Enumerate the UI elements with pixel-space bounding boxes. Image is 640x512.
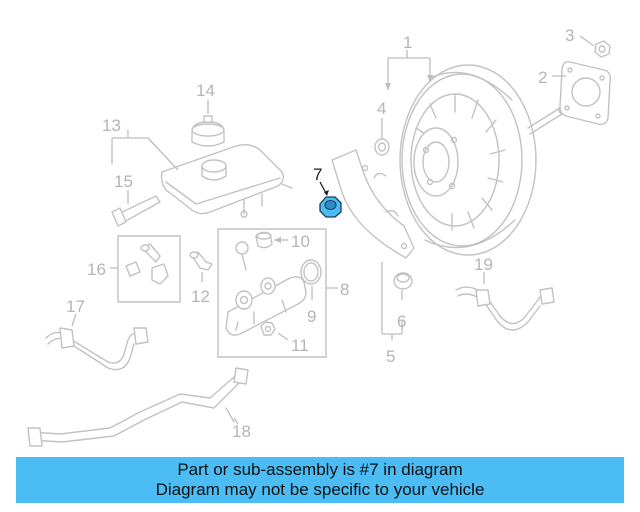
sensor-part-12 bbox=[189, 251, 213, 282]
o-ring-part-9 bbox=[300, 259, 322, 285]
info-banner: Part or sub-assembly is #7 in diagram Di… bbox=[16, 457, 624, 503]
leader-lines bbox=[71, 35, 595, 425]
sensor-wire-part-19 bbox=[455, 286, 555, 331]
sensor-box-16 bbox=[117, 235, 181, 303]
callout-13: 13 bbox=[102, 116, 121, 135]
highlighted-part-7 bbox=[319, 181, 342, 218]
callout-18: 18 bbox=[232, 422, 251, 441]
callout-9: 9 bbox=[307, 307, 316, 326]
heat-shield-part bbox=[331, 149, 415, 259]
callout-2: 2 bbox=[538, 68, 547, 87]
reservoir-seal-part-10 bbox=[255, 231, 288, 249]
callout-12: 12 bbox=[191, 287, 210, 306]
fluid-reservoir-part bbox=[160, 143, 293, 218]
reservoir-cap-part bbox=[191, 115, 225, 147]
callout-17: 17 bbox=[66, 297, 85, 316]
callout-10: 10 bbox=[291, 232, 310, 251]
callout-3: 3 bbox=[565, 26, 574, 45]
bolt-part-15 bbox=[111, 195, 161, 227]
callout-15: 15 bbox=[114, 172, 133, 191]
callout-4: 4 bbox=[377, 99, 386, 118]
callout-11: 11 bbox=[291, 336, 309, 355]
brake-line-part-18 bbox=[27, 367, 249, 447]
nut-part-3 bbox=[594, 40, 611, 58]
gasket-plate-part bbox=[559, 60, 612, 126]
callout-5: 5 bbox=[386, 347, 395, 366]
callout-19: 19 bbox=[474, 255, 493, 274]
seal-part-4 bbox=[374, 138, 390, 156]
banner-line-2: Diagram may not be specific to your vehi… bbox=[155, 480, 485, 499]
callout-16: 16 bbox=[87, 260, 106, 279]
callout-numbers: 1 2 3 4 5 6 7 8 9 10 11 12 13 14 15 16 1… bbox=[66, 26, 574, 441]
banner-line-1: Part or sub-assembly is #7 in diagram bbox=[177, 460, 463, 479]
master-cylinder-part bbox=[225, 241, 307, 336]
brake-booster-part bbox=[399, 64, 568, 256]
nut-part-11 bbox=[260, 321, 289, 341]
sensor-wire-part-17 bbox=[45, 327, 149, 371]
callout-6: 6 bbox=[397, 312, 406, 331]
callout-7: 7 bbox=[313, 165, 322, 184]
grommet-part-6 bbox=[393, 272, 413, 290]
callout-8: 8 bbox=[340, 280, 349, 299]
master-cylinder-box bbox=[217, 228, 327, 358]
parts-diagram: 1 2 3 4 5 6 7 8 9 10 11 12 13 14 15 16 1… bbox=[27, 26, 612, 447]
callout-1: 1 bbox=[403, 33, 412, 52]
callout-14: 14 bbox=[196, 81, 215, 100]
